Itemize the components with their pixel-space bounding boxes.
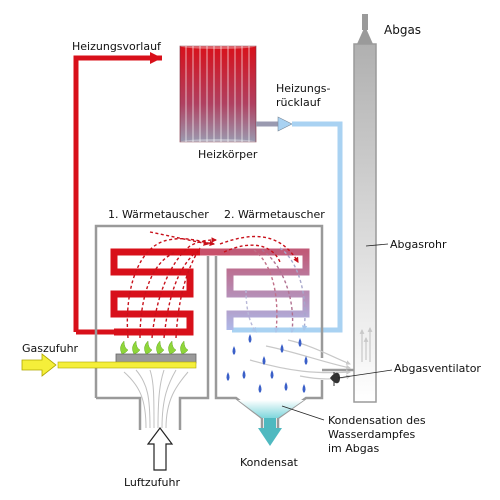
flue-pipe	[353, 14, 377, 403]
label-condensate: Kondensat	[240, 456, 299, 469]
leader-lines	[281, 243, 393, 421]
heating-flow-pipe	[73, 52, 162, 335]
cooling-gas-flow	[245, 247, 308, 334]
label-condensation-line3: im Abgas	[328, 442, 379, 455]
label-gas-supply: Gaszufuhr	[22, 342, 79, 355]
exhaust-gas-flow	[249, 327, 373, 380]
label-air-supply: Luftzufuhr	[124, 476, 180, 489]
label-condensation-line2: Wasserdampfes	[328, 428, 416, 441]
condensate-funnel	[238, 400, 304, 446]
condensate-arrow-icon	[258, 428, 282, 446]
condensate-drops	[226, 334, 308, 393]
gas-arrow-icon	[21, 353, 57, 377]
label-heat-exchanger-2: 2. Wärmetauscher	[224, 208, 325, 221]
burner	[21, 340, 197, 377]
label-heating-return-line1: Heizungs-	[276, 82, 331, 95]
label-radiator: Heizkörper	[198, 148, 258, 161]
label-heat-exchanger-1: 1. Wärmetauscher	[108, 208, 209, 221]
label-heating-return-line2: rücklauf	[276, 96, 322, 109]
air-intake-flow	[123, 369, 189, 429]
radiator	[179, 43, 257, 145]
air-arrow-icon	[146, 427, 174, 471]
label-flue-pipe: Abgasrohr	[390, 238, 447, 251]
heat-exchanger-2	[226, 248, 310, 330]
exhaust-fan-icon	[330, 372, 340, 386]
heating-return-pipe	[232, 116, 343, 333]
hot-gas-flow	[126, 231, 299, 339]
exhaust-arrow-icon	[357, 26, 373, 44]
flames	[120, 340, 189, 355]
label-exhaust: Abgas	[384, 23, 421, 37]
label-condensation-line1: Kondensation des	[328, 414, 426, 427]
label-heating-flow: Heizungsvorlauf	[72, 40, 162, 53]
label-exhaust-fan: Abgasventilator	[394, 362, 481, 375]
